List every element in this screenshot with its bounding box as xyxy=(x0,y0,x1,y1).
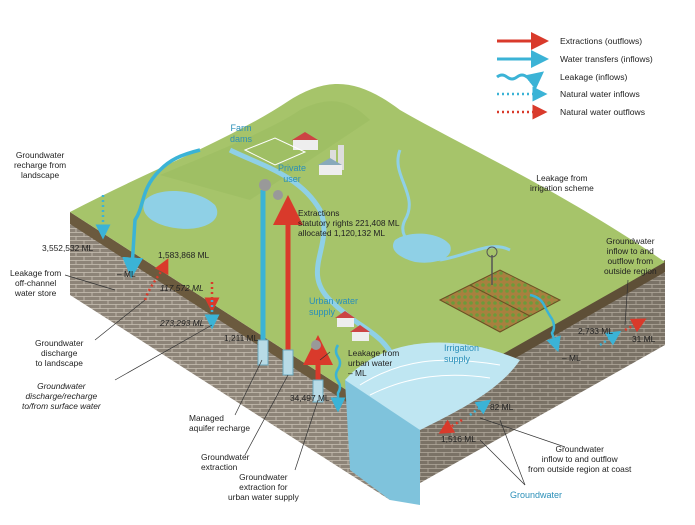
value-managed: 1,211 ML xyxy=(224,333,259,343)
place-groundwater: Groundwater xyxy=(510,490,563,500)
coast-in-arrow xyxy=(469,399,492,417)
value-off-channel: – ML xyxy=(117,269,136,279)
value-outside-out: 31 ML xyxy=(632,334,656,344)
irrigation-leak-arrow xyxy=(529,293,561,353)
farm-buildings-icon xyxy=(292,132,344,175)
soil-left-face xyxy=(70,215,390,500)
discharge-arrow xyxy=(143,258,169,301)
legend-leakage: Leakage (inflows) xyxy=(560,72,628,82)
urban-leak-arrow xyxy=(330,344,346,413)
legend-transfers: Water transfers (inflows) xyxy=(560,54,653,64)
coast-out-arrow xyxy=(438,418,463,434)
farm-dam-right xyxy=(392,233,451,263)
legend-extractions: Extractions (outflows) xyxy=(560,36,643,46)
value-recharge: 3,552,532 ML xyxy=(42,243,94,253)
transfer-line xyxy=(122,148,201,279)
value-irrigation-leak: – ML xyxy=(562,353,581,363)
legend-symbols xyxy=(496,32,549,120)
windmill-icon xyxy=(486,246,498,285)
topsoil-band xyxy=(70,212,390,430)
ocean-face xyxy=(345,380,420,505)
legend-natural-outflows: Natural water outflows xyxy=(560,107,646,117)
value-surface-in: 117,572 ML xyxy=(160,283,204,293)
legend-natural-inflows: Natural water inflows xyxy=(560,89,640,99)
estuary xyxy=(345,342,520,430)
value-outside-in: 2,733 ML xyxy=(578,326,613,336)
river xyxy=(228,147,422,392)
farm-dam-left xyxy=(143,190,218,229)
value-coast-out: 1,516 ML xyxy=(441,434,476,444)
value-surface-out: 273,293 ML xyxy=(160,318,205,328)
value-coast-in: 82 ML xyxy=(490,402,514,412)
value-urban-extraction: 34,497 ML xyxy=(290,393,330,403)
soil-right-face xyxy=(390,262,665,500)
urban-houses-icon xyxy=(335,311,370,341)
outside-in-arrow xyxy=(599,330,622,347)
value-discharge: 1,583,868 ML xyxy=(158,250,210,260)
paddock xyxy=(243,137,307,166)
